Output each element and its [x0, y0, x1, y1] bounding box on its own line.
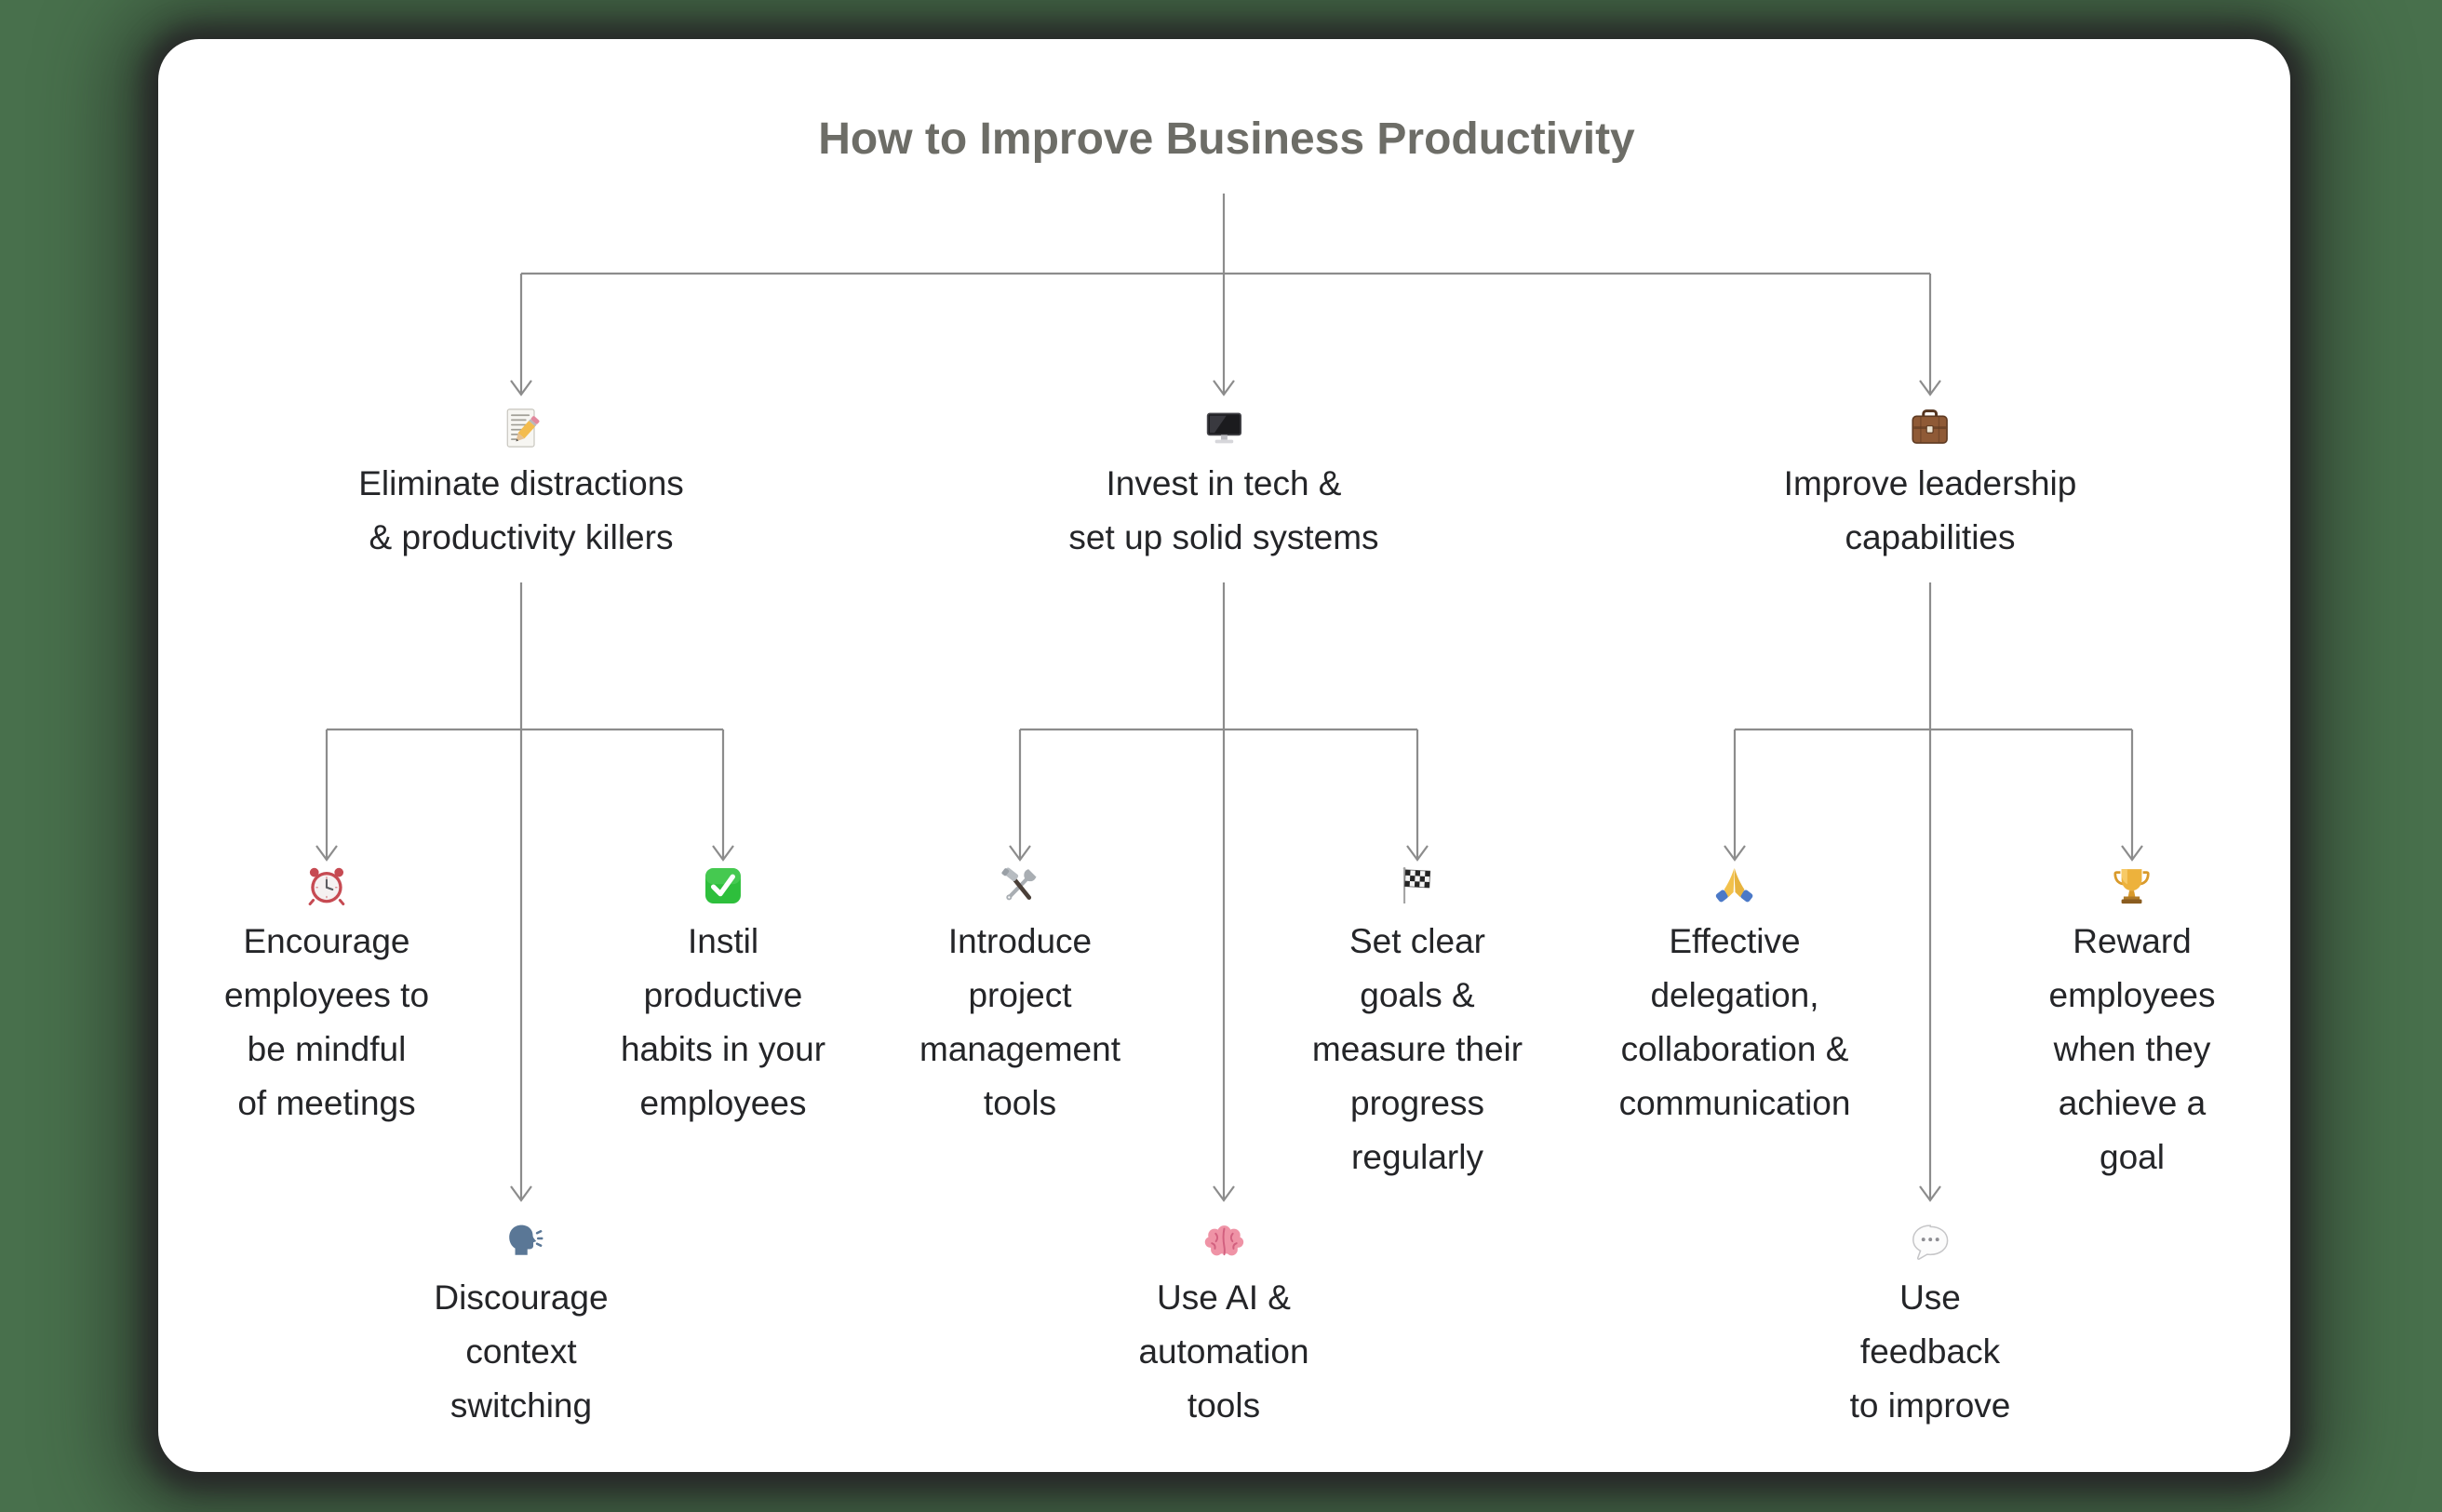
node-label: Effective delegation, collaboration & commu… [1619, 915, 1851, 1131]
node-label: Discourage context switching [434, 1271, 608, 1433]
checkered-flag-icon [1396, 864, 1439, 907]
brain-icon [1202, 1221, 1245, 1264]
label-line: capabilities [1845, 518, 2016, 556]
label-line: Improve leadership [1783, 464, 2077, 502]
node-use-ai-automation: Use AI & automation tools [1138, 1221, 1309, 1433]
briefcase-icon [1909, 407, 1952, 449]
node-effective-delegation: Effective delegation, collaboration & commu… [1619, 864, 1851, 1131]
speaking-head-icon [500, 1221, 543, 1264]
folded-hands-icon [1713, 864, 1756, 907]
label-line: regularly [1351, 1138, 1483, 1176]
label-line: Use AI & [1157, 1278, 1291, 1317]
page-title: How to Improve Business Productivity [818, 114, 1635, 164]
desktop-computer-icon [1202, 407, 1245, 449]
label-line: Effective [1669, 922, 1801, 960]
label-line: automation [1138, 1332, 1309, 1371]
node-reward-employees: Reward employees when they achieve a goal [2049, 864, 2216, 1184]
label-line: feedback [1859, 1332, 2001, 1371]
label-line: Invest in tech & [1106, 464, 1342, 502]
node-label: Use feedback to improve [1850, 1271, 2011, 1433]
label-line: productive [643, 976, 803, 1014]
node-encourage-mindful-meetings: Encourage employees to be mindful of meetin… [224, 864, 429, 1131]
node-introduce-pm-tools: Introduce project management tools [919, 864, 1120, 1131]
label-line: Set clear [1348, 922, 1485, 960]
node-label: Improve leadership capabilities [1784, 457, 2077, 565]
label-line: be mindful [247, 1030, 407, 1068]
label-line: habits in your [620, 1030, 826, 1068]
label-line: goals & [1360, 976, 1475, 1014]
alarm-clock-icon [305, 864, 348, 907]
trophy-icon [2111, 864, 2154, 907]
label-line: Use [1899, 1278, 1961, 1317]
label-line: Reward [2073, 922, 2192, 960]
label-line: & productivity killers [369, 518, 674, 556]
memo-icon [500, 407, 543, 449]
label-line: employees to [223, 976, 430, 1014]
node-label: Set clear goals & measure their progress reg… [1312, 915, 1523, 1184]
label-line: communication [1618, 1084, 1851, 1122]
node-invest-in-tech: Invest in tech & set up solid systems [1068, 407, 1379, 565]
label-line: management [919, 1030, 1120, 1068]
label-line: collaboration & [1620, 1030, 1849, 1068]
label-line: project [968, 976, 1072, 1014]
node-label: Reward employees when they achieve a goal [2049, 915, 2216, 1184]
label-line: Instil [687, 922, 759, 960]
label-line: context [465, 1332, 577, 1371]
label-line: Eliminate distractions [358, 464, 684, 502]
node-eliminate-distractions: Eliminate distractions & productivity kil… [358, 407, 684, 565]
label-line: of meetings [237, 1084, 416, 1122]
node-set-clear-goals: Set clear goals & measure their progress reg… [1312, 864, 1523, 1184]
label-line: measure their [1311, 1030, 1523, 1068]
label-line: employees [2048, 976, 2216, 1014]
label-line: tools [983, 1084, 1057, 1122]
node-discourage-context-switching: Discourage context switching [434, 1221, 609, 1433]
node-label: Encourage employees to be mindful of meetin… [224, 915, 429, 1131]
label-line: delegation, [1650, 976, 1819, 1014]
node-label: Use AI & automation tools [1138, 1271, 1308, 1433]
label-line: employees [639, 1084, 807, 1122]
label-line: Discourage [434, 1278, 609, 1317]
label-line: progress [1350, 1084, 1484, 1122]
label-line: Introduce [947, 922, 1093, 960]
label-line: tools [1187, 1386, 1261, 1425]
node-use-feedback: Use feedback to improve [1850, 1221, 2011, 1433]
hammer-and-wrench-icon [999, 864, 1041, 907]
label-line: when they [2053, 1030, 2211, 1068]
speech-balloon-icon [1909, 1221, 1952, 1264]
node-label: Eliminate distractions & productivity kil… [358, 457, 684, 565]
check-mark-icon [702, 864, 745, 907]
node-label: Instil productive habits in your employees [621, 915, 825, 1131]
node-label: Introduce project management tools [919, 915, 1120, 1131]
node-improve-leadership: Improve leadership capabilities [1784, 407, 2077, 565]
label-line: to improve [1849, 1386, 2011, 1425]
node-label: Invest in tech & set up solid systems [1068, 457, 1378, 565]
label-line: achieve a [2058, 1084, 2207, 1122]
label-line: set up solid systems [1068, 518, 1379, 556]
label-line: Encourage [243, 922, 410, 960]
node-instil-productive-habits: Instil productive habits in your employees [621, 864, 825, 1131]
label-line: goal [2100, 1138, 2165, 1176]
label-line: switching [449, 1386, 593, 1425]
